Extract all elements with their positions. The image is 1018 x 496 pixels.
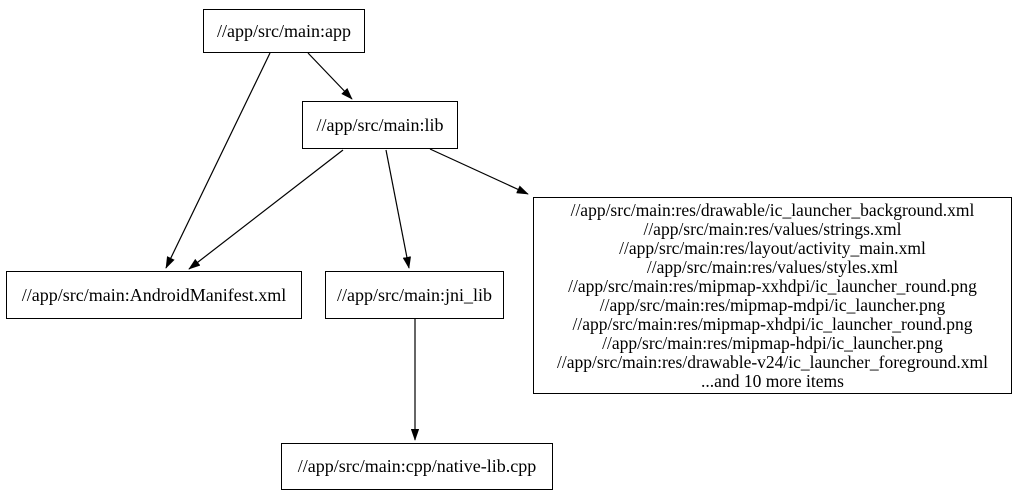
res-group-line: //app/src/main:res/drawable-v24/ic_launc…: [556, 351, 989, 372]
node-lib-label: //app/src/main:lib: [316, 114, 444, 135]
node-android-manifest-label: //app/src/main:AndroidManifest.xml: [21, 284, 287, 305]
node-app: //app/src/main:app: [203, 9, 365, 53]
node-app-label: //app/src/main:app: [217, 20, 351, 41]
node-res-group: //app/src/main:res/drawable/ic_launcher_…: [533, 197, 1012, 394]
res-group-line: //app/src/main:res/values/strings.xml: [643, 218, 902, 239]
edge-app-to-lib: [307, 52, 353, 100]
node-native-lib-cpp-label: //app/src/main:cpp/native-lib.cpp: [297, 456, 537, 476]
res-group-line: //app/src/main:res/values/styles.xml: [646, 256, 899, 277]
node-lib: //app/src/main:lib: [302, 101, 458, 149]
edge-lib-to-jni-lib: [385, 149, 411, 269]
node-jni-lib: //app/src/main:jni_lib: [325, 271, 504, 319]
res-group-line: //app/src/main:res/mipmap-mdpi/ic_launch…: [599, 294, 946, 315]
res-group-line: //app/src/main:res/mipmap-xhdpi/ic_launc…: [572, 313, 973, 334]
res-group-line: //app/src/main:res/mipmap-xxhdpi/ic_laun…: [568, 275, 977, 296]
edge-app-to-android-manifest: [165, 52, 271, 269]
edge-lib-to-android-manifest: [188, 149, 344, 270]
res-group-more-items: ...and 10 more items: [701, 370, 844, 391]
edge-lib-to-res-group: [429, 148, 529, 195]
node-android-manifest: //app/src/main:AndroidManifest.xml: [6, 271, 302, 319]
node-native-lib-cpp: //app/src/main:cpp/native-lib.cpp: [281, 443, 553, 490]
res-group-line: //app/src/main:res/mipmap-hdpi/ic_launch…: [602, 332, 943, 353]
res-group-line: //app/src/main:res/drawable/ic_launcher_…: [570, 199, 975, 220]
res-group-line: //app/src/main:res/layout/activity_main.…: [619, 237, 926, 258]
node-jni-lib-label: //app/src/main:jni_lib: [337, 284, 492, 305]
